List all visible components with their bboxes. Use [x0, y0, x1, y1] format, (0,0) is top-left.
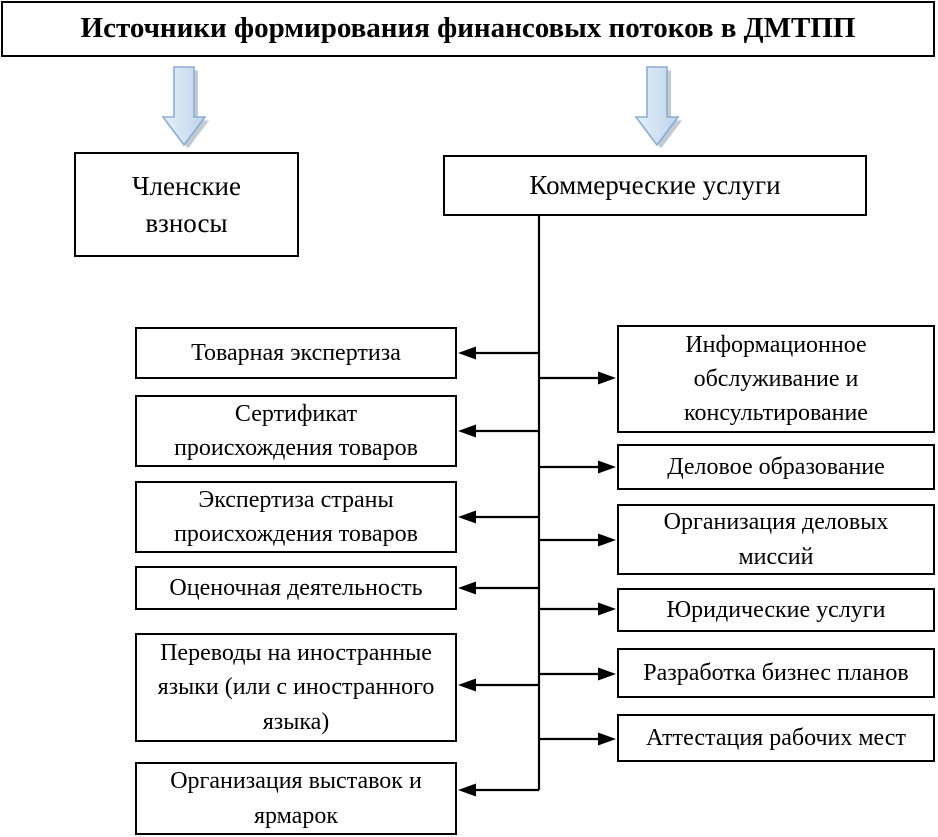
arrowhead-left-2 [458, 424, 476, 438]
service-label: Аттестация рабочих мест [646, 724, 906, 751]
service-box-business-plans: Разработка бизнес планов [617, 648, 935, 698]
commercial-services-label: Коммерческие услуги [529, 170, 781, 201]
diagram-title: Источники формирования финансовых потоко… [80, 12, 856, 45]
commercial-services-box: Коммерческие услуги [443, 155, 867, 216]
service-box-business-education: Деловое образование [617, 444, 935, 490]
service-label: Оценочная деятельность [169, 574, 423, 601]
service-box-exhibitions-fairs: Организация выставок и ярмарок [135, 762, 457, 835]
arrowhead-left-3 [458, 510, 476, 524]
arrowhead-right-5 [598, 667, 616, 681]
service-label: Юридические услуги [666, 596, 886, 623]
arrowhead-right-6 [598, 732, 616, 746]
service-box-information-consulting: Информационное обслуживание и консультир… [617, 325, 935, 433]
service-label: Экспертиза страны происхождения товаров [174, 486, 418, 547]
down-arrow-icon [161, 66, 209, 149]
down-arrow-icon [634, 66, 682, 149]
arrowhead-left-1 [458, 346, 476, 360]
service-box-business-missions: Организация деловых миссий [617, 504, 935, 575]
arrowhead-right-3 [598, 533, 616, 547]
service-box-certificate-of-origin: Сертификат происхождения товаров [135, 395, 457, 467]
service-box-valuation-activity: Оценочная деятельность [135, 566, 457, 610]
arrowhead-left-6 [458, 783, 476, 797]
service-label: Товарная экспертиза [191, 339, 401, 366]
service-label: Разработка бизнес планов [643, 659, 909, 686]
arrowhead-right-1 [598, 371, 616, 385]
membership-fees-label: Членские взносы [132, 171, 241, 238]
arrowhead-right-2 [598, 460, 616, 474]
title-box: Источники формирования финансовых потоко… [1, 1, 935, 57]
service-label: Информационное обслуживание и консультир… [684, 331, 868, 427]
service-box-commodity-expertise: Товарная экспертиза [135, 327, 457, 379]
service-label: Сертификат происхождения товаров [174, 400, 418, 461]
service-box-translations: Переводы на иностранные языки (или с ино… [135, 633, 457, 742]
arrowhead-left-4 [458, 581, 476, 595]
service-box-legal-services: Юридические услуги [617, 588, 935, 632]
membership-fees-box: Членские взносы [74, 152, 299, 257]
service-label: Переводы на иностранные языки (или с ино… [157, 640, 435, 735]
service-box-country-of-origin-expertise: Экспертиза страны происхождения товаров [135, 481, 457, 553]
service-label: Деловое образование [667, 453, 885, 480]
service-box-workplace-certification: Аттестация рабочих мест [617, 714, 935, 762]
service-label: Организация деловых миссий [663, 509, 889, 570]
arrowhead-right-4 [598, 602, 616, 616]
service-label: Организация выставок и ярмарок [170, 768, 422, 829]
arrowhead-left-5 [458, 678, 476, 692]
